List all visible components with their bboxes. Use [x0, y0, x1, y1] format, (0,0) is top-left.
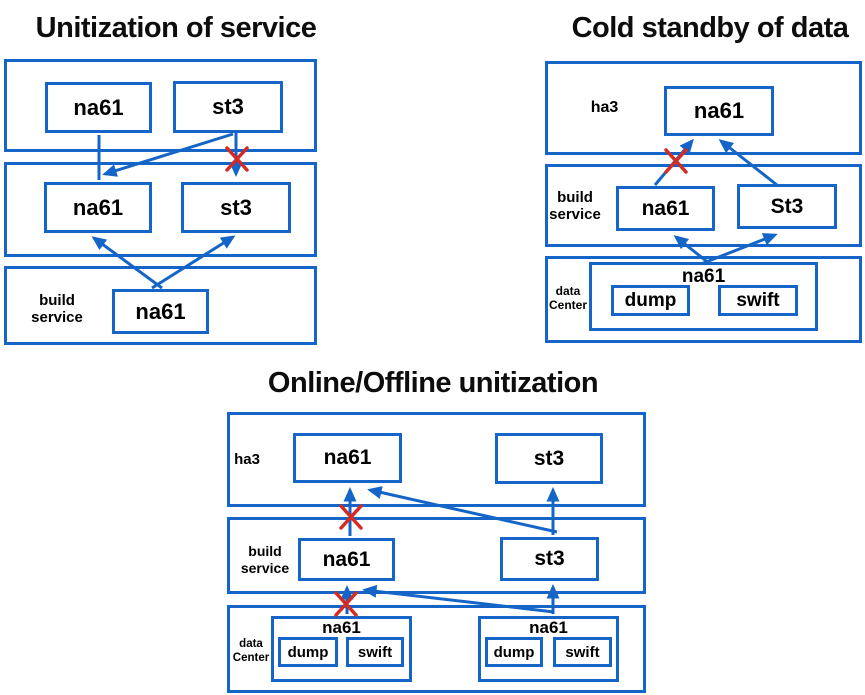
node-dump: dump	[485, 637, 543, 667]
group-label-na61: na61	[681, 266, 726, 287]
node-swift: swift	[346, 637, 404, 667]
band-label-ha3: ha3	[234, 451, 260, 468]
group-label-na61: na61	[529, 618, 568, 637]
band-label-build-service: build service	[549, 189, 601, 223]
band-label-build-service: build service	[240, 543, 290, 576]
node-swift: swift	[553, 637, 612, 667]
node-st3: st3	[181, 182, 291, 233]
node-na61: na61	[112, 289, 209, 334]
group-label-na61: na61	[322, 618, 361, 637]
node-st3: st3	[500, 537, 599, 581]
node-st3: st3	[495, 433, 603, 484]
node-na61: na61	[44, 182, 152, 233]
group-na61-left	[271, 616, 412, 682]
title-unitization-of-service: Unitization of service	[35, 12, 317, 44]
node-dump: dump	[611, 285, 690, 316]
band-label-data-center: data Center	[232, 638, 270, 664]
band-label-build-service: build service	[31, 292, 83, 326]
band-label-data-center: data Center	[548, 284, 587, 312]
node-na61: na61	[45, 82, 152, 133]
title-online-offline-unitization: Online/Offline unitization	[267, 367, 599, 399]
node-na61: na61	[664, 86, 774, 136]
node-na61: na61	[298, 538, 395, 581]
node-st3: St3	[737, 184, 837, 229]
node-na61: na61	[616, 186, 715, 231]
node-swift: swift	[718, 285, 798, 316]
node-st3: st3	[173, 81, 283, 133]
node-na61: na61	[293, 433, 402, 483]
coldstandby-band-ha3	[545, 61, 862, 155]
node-dump: dump	[278, 637, 338, 667]
band-label-ha3: ha3	[590, 99, 619, 116]
title-cold-standby-of-data: Cold standby of data	[571, 12, 849, 44]
